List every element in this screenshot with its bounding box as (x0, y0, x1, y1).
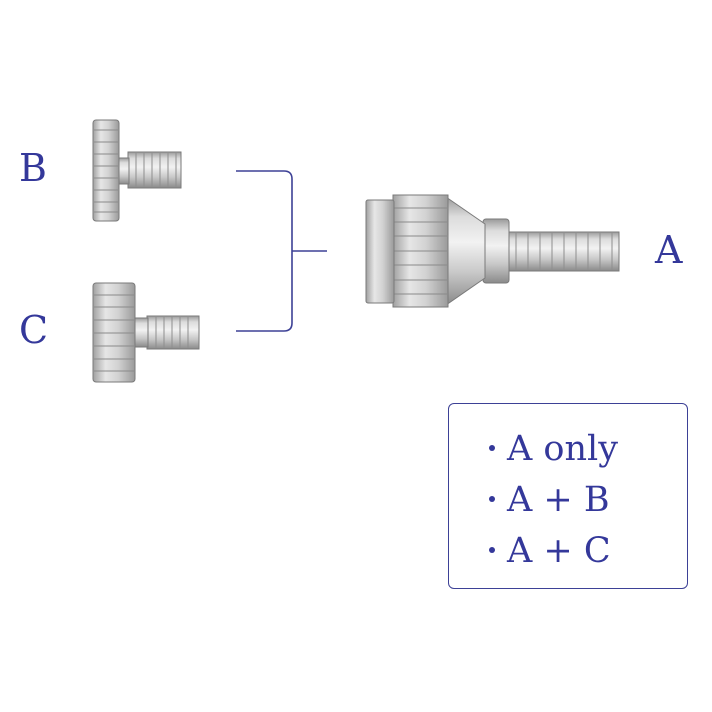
option-label: A only (507, 429, 618, 469)
label-b: B (19, 146, 47, 190)
part-a (365, 194, 620, 308)
label-c: C (19, 308, 49, 352)
option-label: A + B (507, 480, 610, 520)
bullet-icon (489, 444, 495, 451)
option-a-only: A only (489, 424, 618, 475)
option-a-plus-c: A + C (489, 526, 618, 577)
bullet-icon (489, 546, 495, 553)
part-b (92, 119, 182, 222)
part-c (92, 282, 200, 383)
option-label: A + C (507, 531, 611, 571)
bullet-icon (489, 495, 495, 502)
option-a-plus-b: A + B (489, 475, 618, 526)
label-a: A (655, 228, 683, 272)
bracket-connector (236, 170, 327, 332)
options-list: A only A + B A + C (489, 424, 618, 577)
options-box: A only A + B A + C (448, 403, 688, 589)
